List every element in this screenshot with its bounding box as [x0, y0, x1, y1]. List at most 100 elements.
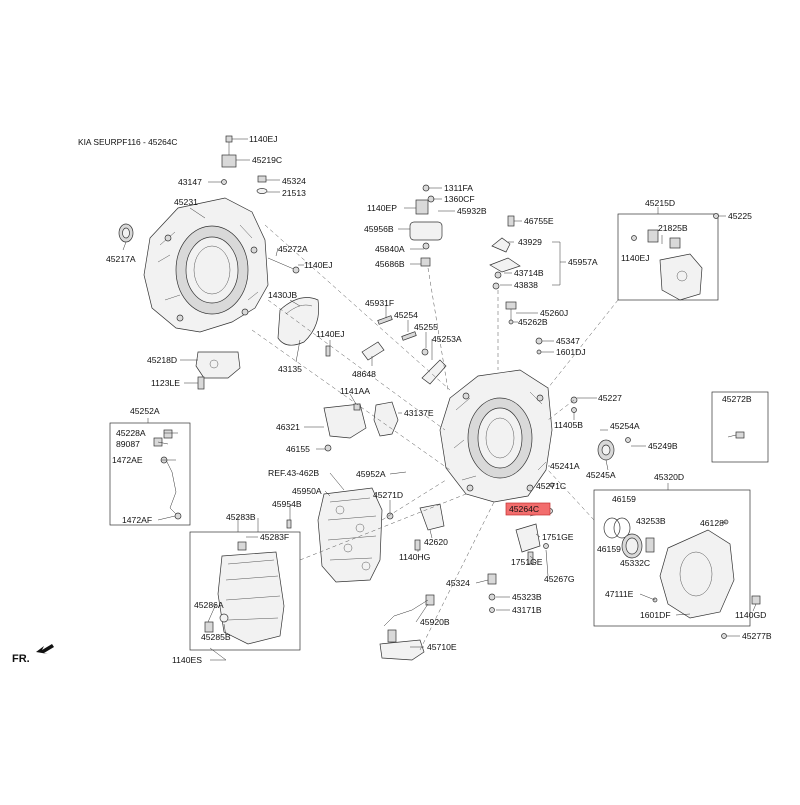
highlight-box [505, 502, 551, 516]
label-45686b[interactable]: 45686B [375, 259, 405, 269]
o-ring-46159-a [603, 517, 621, 539]
label-45277b[interactable]: 45277B [742, 631, 772, 641]
label-ref-43-462b[interactable]: REF.43-462B [268, 468, 319, 478]
bracket-45215d [631, 213, 719, 301]
label-43147[interactable]: 43147 [178, 177, 202, 187]
bolt-45272b [727, 431, 745, 439]
label-45217a[interactable]: 45217A [106, 254, 136, 264]
label-45254[interactable]: 45254 [394, 310, 418, 320]
label-45323b[interactable]: 45323B [512, 592, 542, 602]
label-45286a[interactable]: 45286A [194, 600, 224, 610]
label-1751ge[interactable]: 1751GE [511, 557, 543, 567]
label-43714b[interactable]: 43714B [514, 268, 544, 278]
label-89087[interactable]: 89087 [116, 439, 140, 449]
label-45954b[interactable]: 45954B [272, 499, 302, 509]
rear-cover-45320d [659, 519, 735, 619]
oil-pan-45283f [204, 541, 285, 645]
label-45225[interactable]: 45225 [728, 211, 752, 221]
label-45931f[interactable]: 45931F [365, 298, 394, 308]
label-45932b[interactable]: 45932B [457, 206, 487, 216]
label-45254a[interactable]: 45254A [610, 421, 640, 431]
label-1140ej[interactable]: 1140EJ [249, 134, 278, 144]
label-45347[interactable]: 45347 [556, 336, 580, 346]
label-46321[interactable]: 46321 [276, 422, 300, 432]
label-45228a[interactable]: 45228A [116, 428, 146, 438]
label-45271c[interactable]: 45271C [536, 481, 566, 491]
label-45231[interactable]: 45231 [174, 197, 198, 207]
label-1472af[interactable]: 1472AF [122, 515, 152, 525]
label-43171b[interactable]: 43171B [512, 605, 542, 615]
label-45264c[interactable]: 45264C [509, 504, 539, 514]
label-45840a[interactable]: 45840A [375, 244, 405, 254]
label-45283f[interactable]: 45283F [260, 532, 289, 542]
label-43135[interactable]: 43135 [278, 364, 302, 374]
label-1140ej[interactable]: 1140EJ [621, 253, 650, 263]
label-45272b[interactable]: 45272B [722, 394, 752, 404]
bracket-1751ge [515, 523, 549, 565]
label-46128[interactable]: 46128 [700, 518, 724, 528]
label-45956b[interactable]: 45956B [364, 224, 394, 234]
label-1140ej[interactable]: 1140EJ [304, 260, 333, 270]
label-45957a[interactable]: 45957A [568, 257, 598, 267]
label-46755e[interactable]: 46755E [524, 216, 554, 226]
label-1123le[interactable]: 1123LE [151, 378, 180, 388]
label-21513[interactable]: 21513 [282, 188, 306, 198]
label-1601df[interactable]: 1601DF [640, 610, 671, 620]
label-1140ej[interactable]: 1140EJ [316, 329, 345, 339]
label-46159[interactable]: 46159 [597, 544, 621, 554]
label-46159[interactable]: 46159 [612, 494, 636, 504]
label-46155[interactable]: 46155 [286, 444, 310, 454]
label-1140gd[interactable]: 1140GD [735, 610, 766, 620]
label-43838[interactable]: 43838 [514, 280, 538, 290]
label-1311fa[interactable]: 1311FA [444, 183, 473, 193]
label-45283b[interactable]: 45283B [226, 512, 256, 522]
label-45241a[interactable]: 45241A [550, 461, 580, 471]
shift-parts-45931f [361, 315, 447, 385]
label-45255[interactable]: 45255 [414, 322, 438, 332]
label-45950a[interactable]: 45950A [292, 486, 322, 496]
label-43253b[interactable]: 43253B [636, 516, 666, 526]
label-45253a[interactable]: 45253A [432, 334, 462, 344]
label-45260j[interactable]: 45260J [540, 308, 568, 318]
label-21825b[interactable]: 21825B [658, 223, 688, 233]
front-arrow [36, 644, 54, 654]
label-45920b[interactable]: 45920B [420, 617, 450, 627]
label-45710e[interactable]: 45710E [427, 642, 457, 652]
part-labels: 1140EJ 45219C 43147 45324 21513 45231 45… [106, 134, 772, 665]
label-1751ge[interactable]: 1751GE [542, 532, 574, 542]
detent-42620 [414, 503, 445, 551]
label-11405b[interactable]: 11405B [554, 420, 583, 430]
label-1140hg[interactable]: 1140HG [399, 552, 431, 562]
label-45285b[interactable]: 45285B [201, 632, 231, 642]
label-45227[interactable]: 45227 [598, 393, 622, 403]
label-43137e[interactable]: 43137E [404, 408, 434, 418]
label-45262b[interactable]: 45262B [518, 317, 548, 327]
label-43929[interactable]: 43929 [518, 237, 542, 247]
label-1430jb[interactable]: 1430JB [268, 290, 297, 300]
label-45952a[interactable]: 45952A [356, 469, 386, 479]
label-1472ae[interactable]: 1472AE [112, 455, 143, 465]
label-45271d[interactable]: 45271D [373, 490, 403, 500]
label-45215d[interactable]: 45215D [645, 198, 675, 208]
label-45249b[interactable]: 45249B [648, 441, 678, 451]
label-45332c[interactable]: 45332C [620, 558, 650, 568]
label-45272a[interactable]: 45272A [278, 244, 308, 254]
label-42620[interactable]: 42620 [424, 537, 448, 547]
label-45252a[interactable]: 45252A [130, 406, 160, 416]
label-45320d[interactable]: 45320D [654, 472, 684, 482]
label-45219c[interactable]: 45219C [252, 155, 282, 165]
label-1141aa[interactable]: 1141AA [340, 386, 370, 396]
label-47111e[interactable]: 47111E [605, 589, 634, 599]
label-1360cf[interactable]: 1360CF [444, 194, 475, 204]
label-1140es[interactable]: 1140ES [172, 655, 202, 665]
label-45324[interactable]: 45324 [446, 578, 470, 588]
label-48648[interactable]: 48648 [352, 369, 376, 379]
label-1140ep[interactable]: 1140EP [367, 203, 397, 213]
label-1601dj[interactable]: 1601DJ [556, 347, 586, 357]
label-45218d[interactable]: 45218D [147, 355, 177, 365]
bracket-45218d [195, 351, 241, 390]
label-45245a[interactable]: 45245A [586, 470, 616, 480]
label-45324[interactable]: 45324 [282, 176, 306, 186]
label-45267g[interactable]: 45267G [544, 574, 575, 584]
gasket-21513 [256, 188, 268, 194]
